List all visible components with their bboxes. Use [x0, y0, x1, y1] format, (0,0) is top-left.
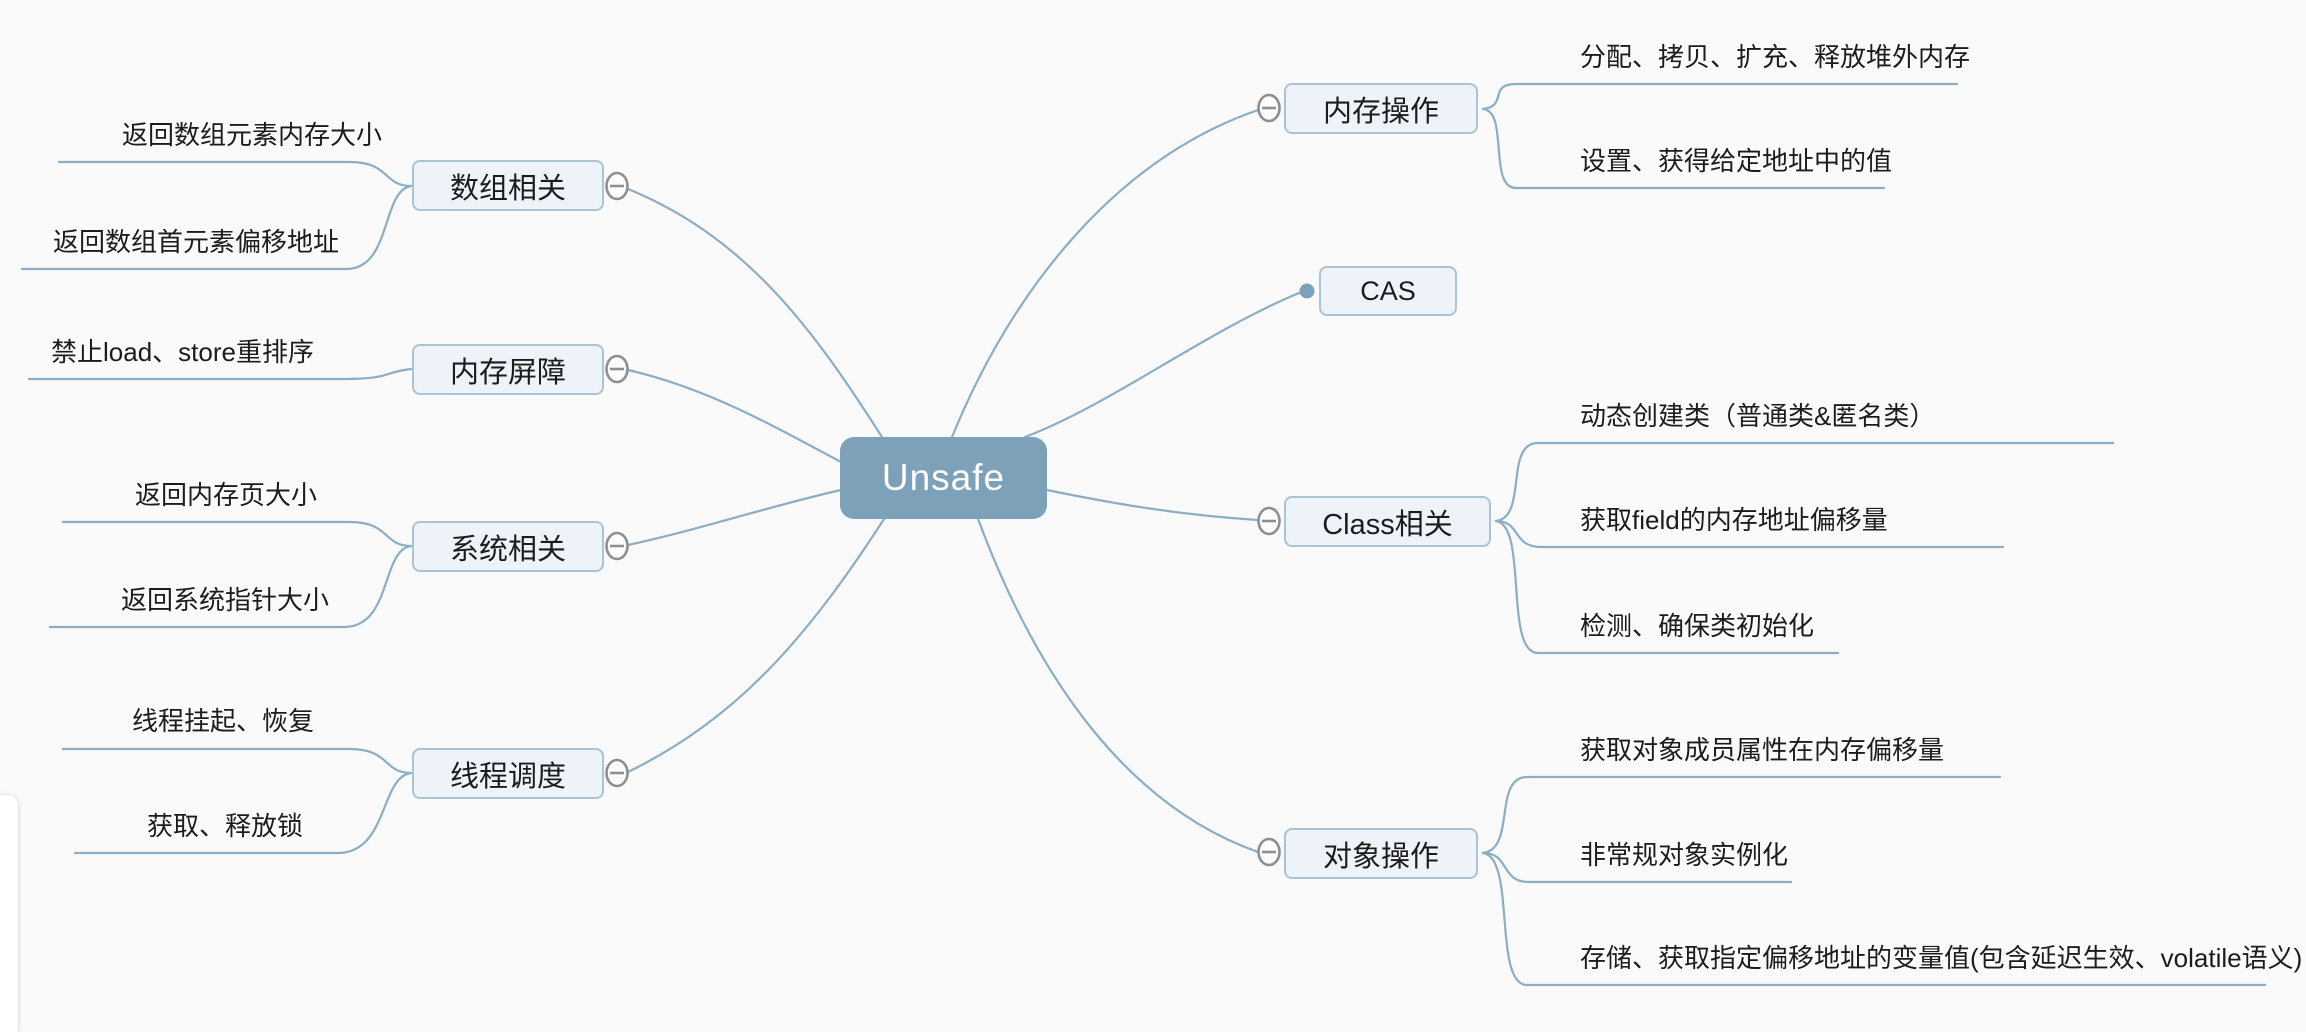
topic-memory-barrier[interactable]: 内存屏障 — [412, 344, 604, 395]
collapse-toggle-array[interactable] — [605, 171, 629, 201]
subtopic-array-elem-size[interactable]: 返回数组元素内存大小 — [122, 120, 383, 150]
subtopic-line-page-size — [61, 520, 413, 548]
central-topic[interactable]: Unsafe — [840, 437, 1047, 519]
connector-root-memory-barrier — [626, 368, 843, 464]
collapse-toggle-object-ops[interactable] — [1257, 837, 1281, 867]
subtopic-line-array-base-offset — [20, 184, 413, 271]
topic-cas-label: CAS — [1360, 275, 1416, 306]
topic-object-ops-label: 对象操作 — [1322, 840, 1439, 873]
subtopic-line-pointer-size — [48, 544, 413, 629]
subtopic-line-suspend-resume — [61, 747, 413, 775]
topic-array[interactable]: 数组相关 — [412, 160, 604, 211]
topic-class[interactable]: Class相关 — [1284, 496, 1491, 547]
topic-object-ops[interactable]: 对象操作 — [1284, 828, 1478, 879]
subtopic-array-base-offset[interactable]: 返回数组首元素偏移地址 — [53, 227, 340, 257]
subtopic-set-get-addr[interactable]: 设置、获得给定地址中的值 — [1580, 146, 1893, 176]
connector-root-memory-ops — [950, 108, 1260, 439]
topic-cas[interactable]: CAS — [1319, 266, 1457, 316]
subtopic-line-alloc-copy — [1481, 82, 1959, 111]
subtopic-lock-unlock[interactable]: 获取、释放锁 — [147, 811, 304, 841]
subtopic-field-offset[interactable]: 获取field的内存地址偏移量 — [1580, 505, 1888, 535]
subtopic-line-dynamic-class — [1494, 441, 2115, 523]
collapse-toggle-memory-ops[interactable] — [1257, 93, 1281, 123]
subtopic-line-member-offset — [1481, 775, 2002, 855]
topic-memory-barrier-label: 内存屏障 — [449, 356, 566, 389]
topic-class-label: Class相关 — [1322, 508, 1453, 541]
topic-memory-ops[interactable]: 内存操作 — [1284, 83, 1478, 134]
subtopic-class-init[interactable]: 检测、确保类初始化 — [1580, 611, 1815, 641]
subtopic-store-get-volatile[interactable]: 存储、获取指定偏移地址的变量值(包含延迟生效、volatile语义) — [1580, 943, 2303, 973]
partial-panel — [0, 795, 18, 1032]
connector-root-array — [626, 187, 884, 439]
subtopic-line-store-get-volatile — [1481, 851, 2267, 987]
topic-thread-sched-label: 线程调度 — [449, 760, 566, 793]
subtopic-member-offset[interactable]: 获取对象成员属性在内存偏移量 — [1580, 735, 1945, 765]
connector-root-cas — [1023, 291, 1301, 439]
subtopic-line-field-offset — [1494, 519, 2005, 549]
connector-root-system — [626, 488, 843, 547]
connector-root-thread-sched — [626, 517, 886, 774]
collapse-toggle-class[interactable] — [1257, 506, 1281, 536]
subtopic-nonstandard-instantiation[interactable]: 非常规对象实例化 — [1580, 840, 1789, 870]
subtopic-line-forbid-reorder — [27, 367, 413, 381]
connector-root-class — [1045, 488, 1260, 522]
topic-system-label: 系统相关 — [449, 533, 566, 566]
central-topic-label: Unsafe — [881, 457, 1006, 498]
subtopic-line-array-elem-size — [57, 160, 413, 188]
topic-memory-ops-label: 内存操作 — [1322, 95, 1439, 128]
subtopic-line-set-get-addr — [1481, 107, 1886, 190]
connection-dot-cas — [1299, 283, 1315, 299]
topic-array-label: 数组相关 — [449, 172, 566, 205]
subtopic-line-nonstandard-instantiation — [1481, 851, 1793, 884]
connector-root-object-ops — [976, 517, 1260, 854]
subtopic-pointer-size[interactable]: 返回系统指针大小 — [121, 585, 330, 615]
collapse-toggle-thread-sched[interactable] — [605, 758, 629, 788]
subtopic-line-lock-unlock — [73, 771, 413, 855]
collapse-toggle-system[interactable] — [605, 531, 629, 561]
collapse-toggle-memory-barrier[interactable] — [605, 354, 629, 384]
topic-thread-sched[interactable]: 线程调度 — [412, 748, 604, 799]
subtopic-dynamic-class[interactable]: 动态创建类（普通类&匿名类） — [1580, 401, 1936, 431]
subtopic-alloc-copy[interactable]: 分配、拷贝、扩充、释放堆外内存 — [1580, 42, 1971, 72]
topic-system[interactable]: 系统相关 — [412, 521, 604, 572]
subtopic-forbid-reorder[interactable]: 禁止load、store重排序 — [51, 337, 314, 367]
subtopic-suspend-resume[interactable]: 线程挂起、恢复 — [132, 706, 315, 736]
subtopic-line-class-init — [1494, 519, 1840, 655]
subtopic-page-size[interactable]: 返回内存页大小 — [135, 480, 318, 510]
